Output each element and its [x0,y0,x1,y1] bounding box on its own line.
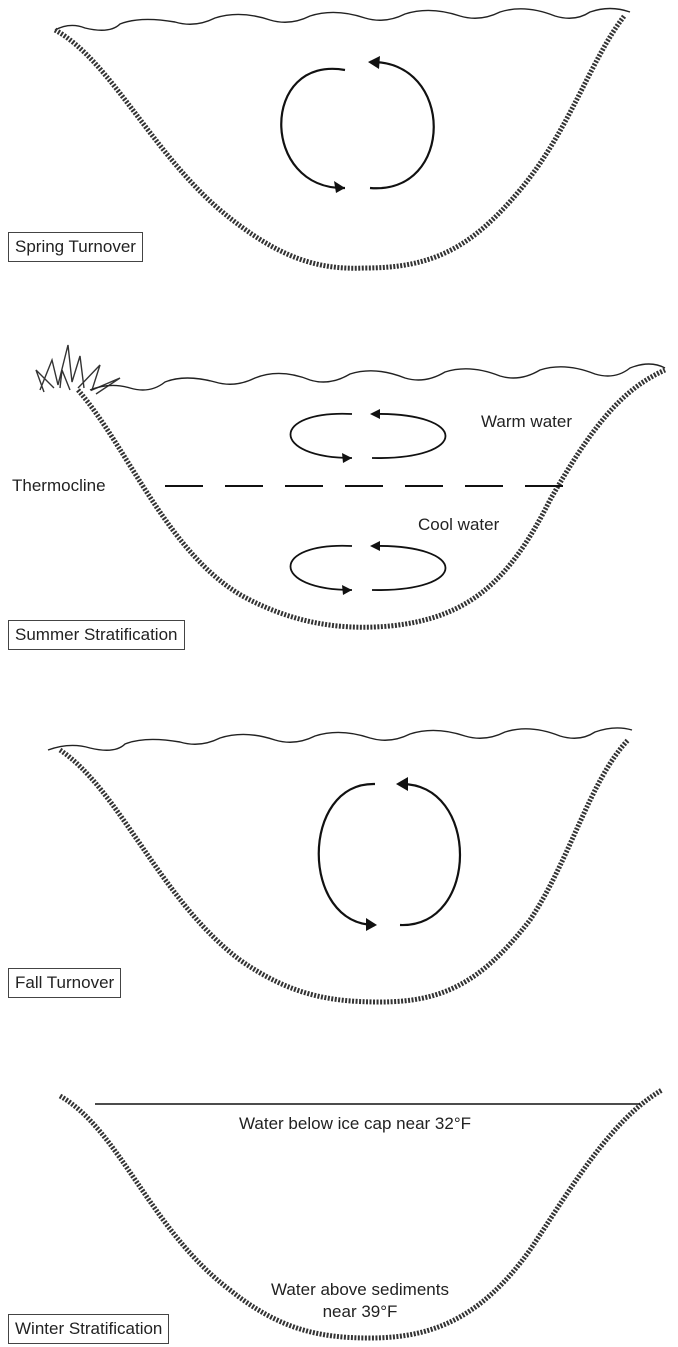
shoreline-vegetation [36,345,120,394]
fall-turnover-panel: Fall Turnover [0,720,678,1020]
fall-turnover-caption: Fall Turnover [8,968,121,998]
circulation-arrow-right [370,62,434,188]
sediment-label-line2: near 39°F [240,1302,480,1322]
spring-turnover-panel: Spring Turnover [0,0,678,290]
circulation-arrow-left [319,784,375,925]
lake-bed [55,15,625,268]
water-surface [55,9,630,31]
ice-cap-label: Water below ice cap near 32°F [170,1114,540,1134]
summer-stratification-panel: Warm water Thermocline Cool water Summer… [0,290,678,670]
cool-water-label: Cool water [418,515,499,535]
winter-stratification-panel: Water below ice cap near 32°F Water abov… [0,1080,678,1347]
summer-stratification-caption: Summer Stratification [8,620,185,650]
lake-bed [60,740,628,1002]
warm-water-label: Warm water [481,412,572,432]
lake-bed [78,370,665,627]
circulation-arrow-right [400,784,460,925]
cool-circulation-right [372,546,446,590]
water-surface [48,728,632,750]
circulation-arrow-left [281,69,345,188]
thermocline-label: Thermocline [12,476,106,496]
arrowhead-left [366,918,377,931]
arrowhead-right [368,56,380,69]
winter-stratification-caption: Winter Stratification [8,1314,169,1344]
cool-circulation-left [291,546,353,590]
warm-circulation-right [372,414,446,458]
arrowhead-right [396,777,408,791]
arrowhead-left [334,181,345,193]
water-surface [90,364,665,390]
spring-turnover-caption: Spring Turnover [8,232,143,262]
warm-circulation-left [291,414,353,458]
sediment-label-line1: Water above sediments [240,1280,480,1300]
